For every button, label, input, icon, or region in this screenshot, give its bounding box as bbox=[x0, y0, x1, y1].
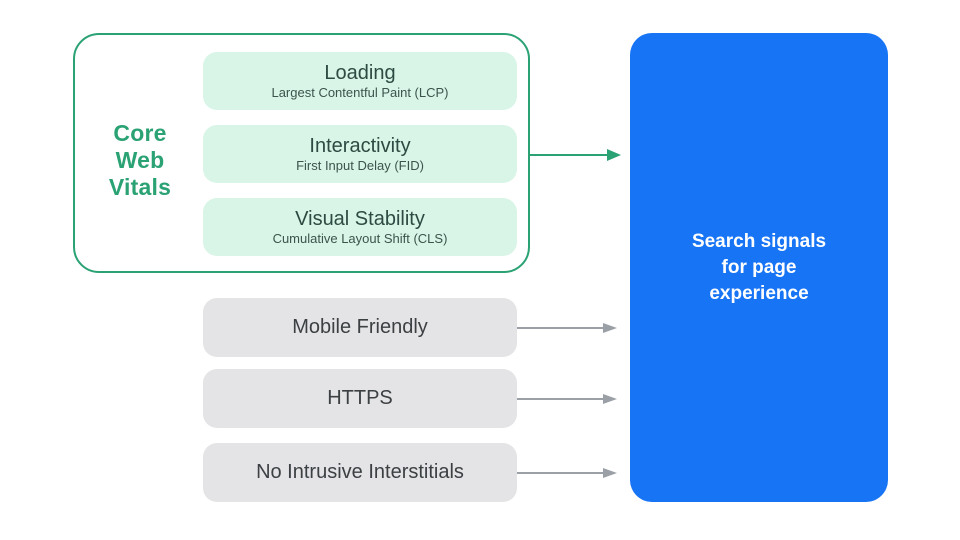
vital-title: Visual Stability bbox=[295, 208, 425, 230]
vital-box-visual-stability: Visual Stability Cumulative Layout Shift… bbox=[203, 198, 517, 256]
signal-label: Mobile Friendly bbox=[292, 316, 428, 338]
core-web-vitals-label-line: Web bbox=[115, 147, 165, 173]
search-signals-result-box: Search signals for page experience bbox=[630, 33, 888, 502]
core-web-vitals-label: Core Web Vitals bbox=[88, 120, 192, 201]
arrow-https-icon bbox=[517, 394, 617, 404]
vital-title: Interactivity bbox=[309, 135, 411, 157]
vital-subtitle: Cumulative Layout Shift (CLS) bbox=[272, 231, 448, 246]
vital-subtitle: First Input Delay (FID) bbox=[296, 158, 424, 173]
core-web-vitals-label-line: Core bbox=[113, 120, 167, 146]
arrow-no-intrusive-interstitials-icon bbox=[517, 468, 617, 478]
vital-box-interactivity: Interactivity First Input Delay (FID) bbox=[203, 125, 517, 183]
signal-box-https: HTTPS bbox=[203, 369, 517, 428]
search-signals-label-line: for page bbox=[721, 256, 797, 278]
arrow-core-web-vitals-icon bbox=[529, 149, 621, 161]
signal-label: HTTPS bbox=[327, 387, 393, 409]
signal-box-no-intrusive-interstitials: No Intrusive Interstitials bbox=[203, 443, 517, 502]
search-signals-label: Search signals for page experience bbox=[692, 229, 826, 307]
signal-label: No Intrusive Interstitials bbox=[256, 461, 464, 483]
vital-subtitle: Largest Contentful Paint (LCP) bbox=[271, 85, 449, 100]
arrow-mobile-friendly-icon bbox=[517, 323, 617, 333]
vital-title: Loading bbox=[324, 62, 396, 84]
signal-box-mobile-friendly: Mobile Friendly bbox=[203, 298, 517, 357]
search-signals-label-line: experience bbox=[709, 282, 809, 304]
vital-box-loading: Loading Largest Contentful Paint (LCP) bbox=[203, 52, 517, 110]
core-web-vitals-label-line: Vitals bbox=[108, 174, 172, 200]
search-signals-label-line: Search signals bbox=[691, 230, 827, 252]
